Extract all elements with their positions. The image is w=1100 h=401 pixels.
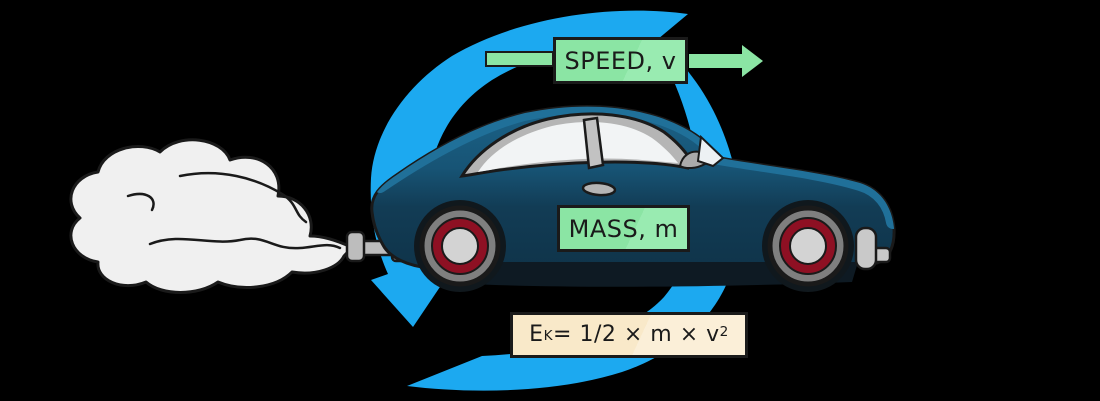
formula-subscript: K xyxy=(543,328,554,345)
exhaust-smoke-icon xyxy=(69,138,353,294)
mass-label-text: MASS, m xyxy=(568,214,679,243)
window-glass xyxy=(478,122,678,172)
car-windows xyxy=(459,112,725,178)
rear-wheel xyxy=(419,205,501,287)
smoke-swirl-line xyxy=(148,237,342,250)
car-underside xyxy=(425,262,858,287)
rotation-swirl-icon xyxy=(370,10,740,391)
mass-label: MASS, m xyxy=(557,205,690,252)
formula-base: E xyxy=(529,322,544,347)
formula-superscript: 2 xyxy=(719,324,729,341)
swirl-upper-arc xyxy=(370,10,688,327)
speed-arrow-tail xyxy=(485,51,554,67)
speed-label: SPEED, v xyxy=(553,37,688,84)
car-roof-highlight xyxy=(373,106,895,229)
windscreen-glass xyxy=(696,134,725,168)
smoke-swirl-line xyxy=(126,192,155,212)
speed-arrow-head xyxy=(689,45,763,77)
front-bumper xyxy=(854,226,892,271)
smoke-swirl-line xyxy=(178,171,308,224)
smoke-cloud xyxy=(69,138,353,294)
door-handle xyxy=(581,181,617,197)
car-illustration xyxy=(345,105,896,292)
window-pillar xyxy=(582,116,605,170)
front-wheel xyxy=(767,205,849,287)
formula-mid: = 1/2 × m × v xyxy=(553,322,720,347)
speed-label-text: SPEED, v xyxy=(564,46,677,75)
